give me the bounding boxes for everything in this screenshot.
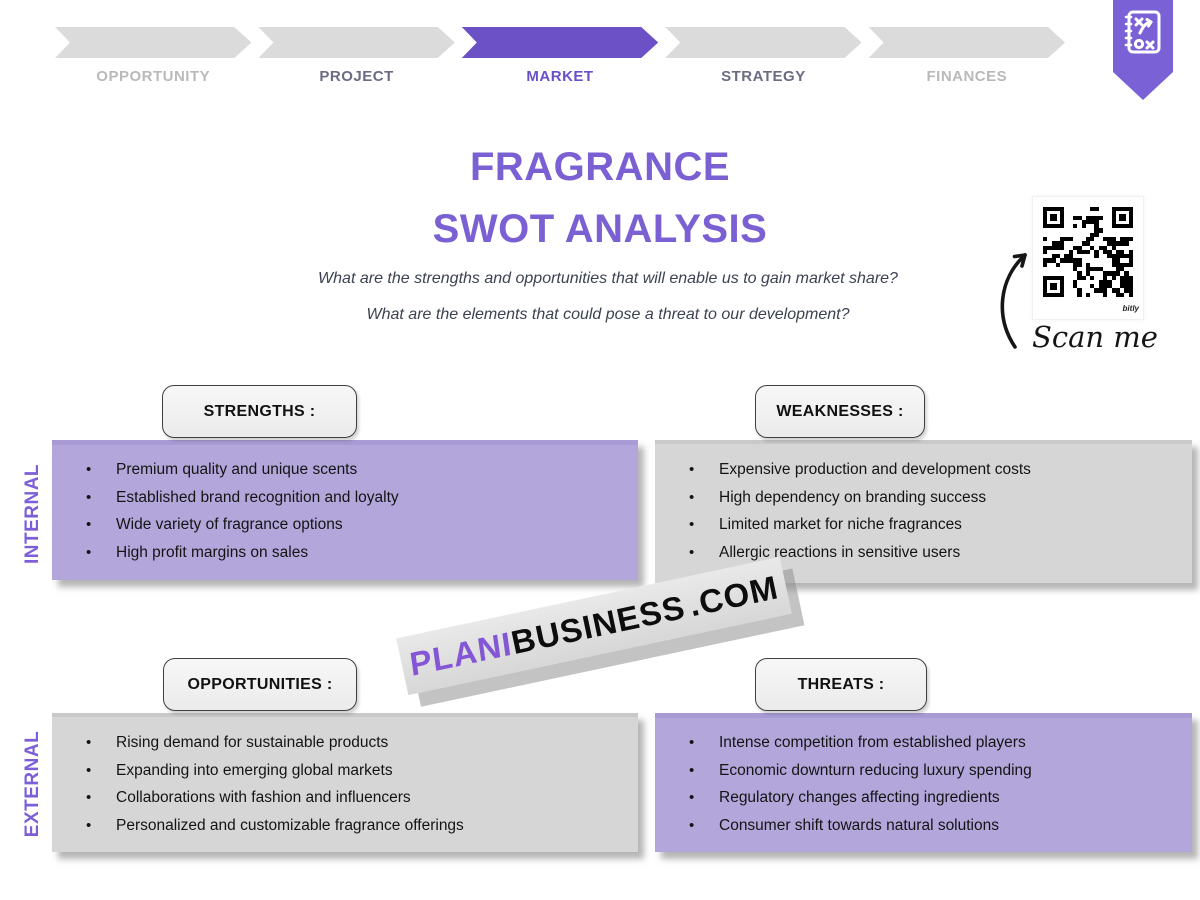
qr-finder-icon [1043, 207, 1064, 228]
subtitle-question-2: What are the elements that could pose a … [366, 306, 850, 323]
opportunities-panel: Rising demand for sustainable products E… [52, 713, 638, 852]
list-item: Intense competition from established pla… [689, 729, 1182, 757]
watermark-brand-purple: PLANI [407, 624, 515, 683]
list-item: Allergic reactions in sensitive users [689, 539, 1182, 567]
step-strategy[interactable]: STRATEGY [665, 27, 861, 85]
step-project[interactable]: PROJECT [258, 27, 454, 85]
subtitle-question-1: What are the strengths and opportunities… [318, 270, 898, 287]
weaknesses-list: Expensive production and development cos… [655, 440, 1192, 566]
chevron-shape [55, 27, 251, 58]
list-item: Established brand recognition and loyalt… [86, 484, 628, 512]
step-label: STRATEGY [721, 68, 806, 85]
step-label: OPPORTUNITY [96, 68, 211, 85]
weaknesses-panel: Expensive production and development cos… [655, 440, 1192, 583]
opportunities-list: Rising demand for sustainable products E… [52, 713, 638, 839]
qr-code [1043, 207, 1133, 297]
list-item: High dependency on branding success [689, 484, 1182, 512]
internal-axis-label: INTERNAL [22, 463, 43, 565]
step-finances[interactable]: FINANCES [869, 27, 1065, 85]
threats-title: THREATS : [755, 658, 927, 711]
qr-finder-icon [1112, 207, 1133, 228]
step-market[interactable]: MARKET [462, 27, 658, 85]
list-item: Economic downturn reducing luxury spendi… [689, 757, 1182, 785]
opportunities-title: OPPORTUNITIES : [163, 658, 357, 711]
list-item: Regulatory changes affecting ingredients [689, 784, 1182, 812]
qr-finder-icon [1043, 276, 1064, 297]
strengths-panel: Premium quality and unique scents Establ… [52, 440, 638, 580]
qr-card: bitly [1032, 196, 1144, 320]
qr-provider-label: bitly [1121, 304, 1140, 313]
step-label: PROJECT [319, 68, 394, 85]
list-item: Expanding into emerging global markets [86, 757, 628, 785]
list-item: Premium quality and unique scents [86, 456, 628, 484]
watermark-brand-black: BUSINESS [507, 588, 689, 662]
chevron-shape [258, 27, 454, 58]
list-item: Personalized and customizable fragrance … [86, 812, 628, 840]
curved-arrow-icon [1000, 253, 1027, 349]
external-axis-label: EXTERNAL [22, 730, 43, 838]
list-item: Rising demand for sustainable products [86, 729, 628, 757]
list-item: Consumer shift towards natural solutions [689, 812, 1182, 840]
list-item: High profit margins on sales [86, 539, 628, 567]
watermark-tld: .COM [685, 568, 782, 624]
chevron-shape [665, 27, 861, 58]
step-opportunity[interactable]: OPPORTUNITY [55, 27, 251, 85]
weaknesses-title: WEAKNESSES : [755, 385, 925, 438]
strengths-list: Premium quality and unique scents Establ… [52, 440, 638, 566]
strategy-ribbon [1113, 0, 1173, 100]
list-item: Expensive production and development cos… [689, 456, 1182, 484]
strengths-title: STRENGTHS : [162, 385, 357, 438]
list-item: Wide variety of fragrance options [86, 511, 628, 539]
title-line-1: FRAGRANCE [469, 145, 731, 189]
threats-panel: Intense competition from established pla… [655, 713, 1192, 852]
process-steps: OPPORTUNITY PROJECT MARKET STRATEGY FINA… [55, 27, 1065, 85]
chevron-shape [869, 27, 1065, 58]
tactics-notebook-icon [1122, 9, 1164, 62]
step-label: FINANCES [926, 68, 1008, 85]
title-line-2: SWOT ANALYSIS [432, 207, 768, 251]
scan-me-label: Scan me [1032, 320, 1158, 354]
list-item: Limited market for niche fragrances [689, 511, 1182, 539]
page-title: FRAGRANCE SWOT ANALYSIS [0, 136, 1200, 260]
step-label: MARKET [526, 68, 594, 85]
threats-list: Intense competition from established pla… [655, 713, 1192, 839]
chevron-shape [462, 27, 658, 58]
list-item: Collaborations with fashion and influenc… [86, 784, 628, 812]
